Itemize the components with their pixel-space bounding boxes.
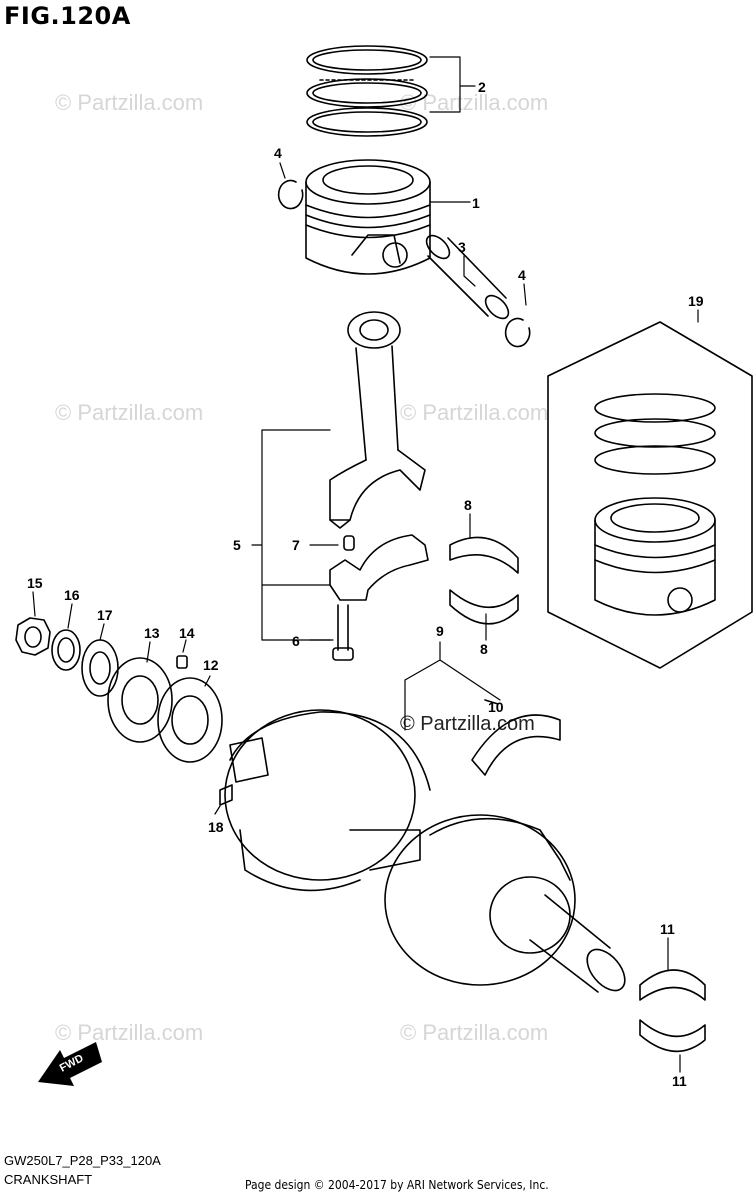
callout-11: 11 xyxy=(660,921,675,937)
watermark: © Partzilla.com xyxy=(55,400,203,425)
callout-16: 16 xyxy=(64,587,80,603)
left-stack xyxy=(15,617,223,763)
footer-copyright: Page design © 2004-2017 by ARI Network S… xyxy=(245,1178,549,1192)
forward-arrow-icon: FWD xyxy=(38,1042,102,1086)
callout-6: 6 xyxy=(292,633,300,649)
callout-1: 1 xyxy=(472,195,480,211)
main-bearing xyxy=(639,969,706,1053)
crankshaft xyxy=(224,709,626,993)
watermark: © Partzilla.com xyxy=(400,1020,548,1045)
callout-15: 15 xyxy=(27,575,43,591)
watermark: © Partzilla.com xyxy=(400,400,548,425)
callout-18: 18 xyxy=(208,819,224,835)
thrust-washer xyxy=(471,699,561,776)
callout-8: 8 xyxy=(464,497,472,513)
watermark: © Partzilla.com xyxy=(55,1020,203,1045)
callout-3: 3 xyxy=(458,239,466,255)
callout-14: 14 xyxy=(179,625,195,641)
callout-17: 17 xyxy=(97,607,113,623)
callout-9: 9 xyxy=(436,623,444,639)
connecting-rod xyxy=(329,311,426,529)
piston-pin xyxy=(425,234,510,320)
figure-title: FIG.120A xyxy=(4,2,131,30)
circlip xyxy=(277,179,304,210)
piston-set-box xyxy=(547,321,753,669)
watermark-dark: © Partzilla.com xyxy=(400,713,535,735)
woodruff-key xyxy=(219,784,233,806)
callout-7: 7 xyxy=(292,537,300,553)
rod-cap xyxy=(329,534,429,661)
circlip xyxy=(504,317,531,348)
callout-8: 8 xyxy=(480,641,488,657)
piston xyxy=(305,159,431,275)
callout-4: 4 xyxy=(274,145,282,161)
callout-10: 10 xyxy=(488,699,504,715)
watermark: © Partzilla.com xyxy=(55,90,203,115)
leader-lines xyxy=(32,56,699,1073)
callout-2: 2 xyxy=(478,79,486,95)
diagram-code: GW250L7_P28_P33_120A xyxy=(4,1153,161,1168)
callout-19: 19 xyxy=(688,293,704,309)
watermark: © Partzilla.com xyxy=(400,90,548,115)
callout-12: 12 xyxy=(203,657,219,673)
piston-rings xyxy=(306,45,428,137)
callouts: 1 2 3 4 4 5 6 7 8 8 9 10 11 11 12 13 14 … xyxy=(27,79,704,1089)
section-label: CRANKSHAFT xyxy=(4,1172,93,1187)
callout-11: 11 xyxy=(672,1073,687,1089)
callout-5: 5 xyxy=(233,537,241,553)
watermarks: © Partzilla.com © Partzilla.com © Partzi… xyxy=(55,90,548,1045)
callout-4: 4 xyxy=(518,267,526,283)
conrod-bearing xyxy=(449,536,519,625)
callout-13: 13 xyxy=(144,625,160,641)
